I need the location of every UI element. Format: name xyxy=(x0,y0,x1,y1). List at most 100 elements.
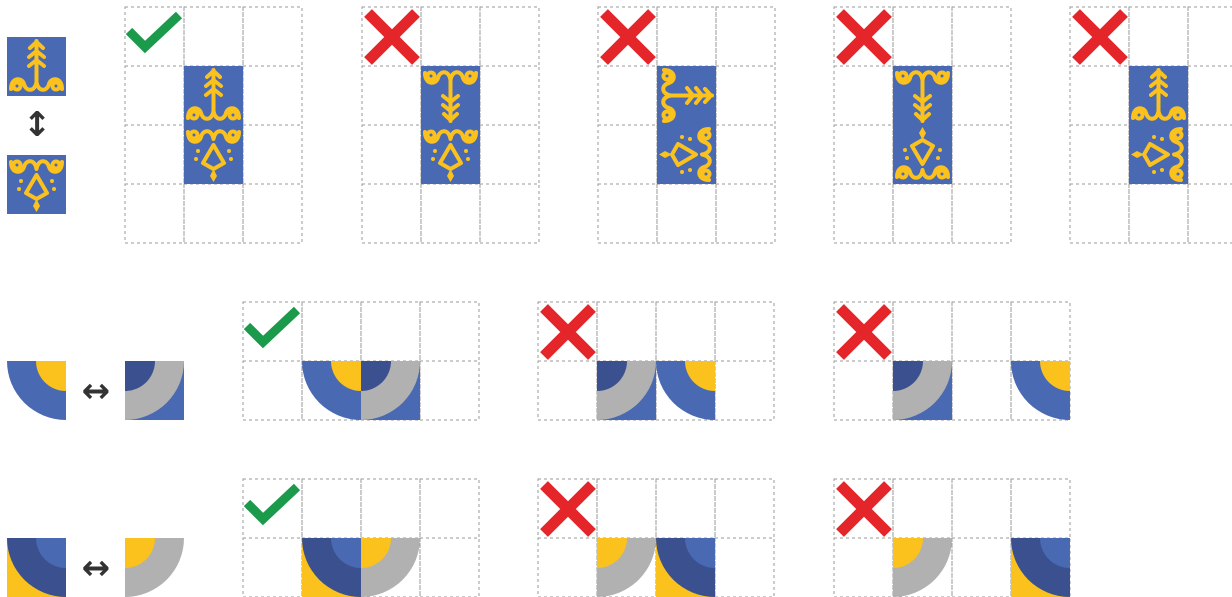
left-right-arrow-icon: ↔ xyxy=(82,371,111,411)
grid-cell xyxy=(952,361,1011,420)
grid-cell xyxy=(420,538,479,597)
grid-cell xyxy=(715,361,774,420)
rule-tile-top xyxy=(7,37,66,96)
grid-cell xyxy=(125,66,184,125)
grid-cell xyxy=(1070,125,1129,184)
tile-left xyxy=(597,538,656,597)
grid-cell xyxy=(421,184,480,243)
tile-bottom xyxy=(184,125,243,184)
cross-icon xyxy=(840,485,888,533)
grid-cell xyxy=(1011,479,1070,538)
rule-tile-right xyxy=(125,361,184,420)
tile-left xyxy=(302,361,361,420)
grid-cell xyxy=(243,7,302,66)
check-icon xyxy=(247,487,297,519)
tile-left xyxy=(597,361,656,420)
grid-cell xyxy=(362,184,421,243)
cross-icon xyxy=(840,13,888,61)
grid-cell xyxy=(362,66,421,125)
tile-top xyxy=(184,66,243,125)
grid-cell xyxy=(361,479,420,538)
grid-cell xyxy=(1011,302,1070,361)
grid-cell xyxy=(420,361,479,420)
grid-cell xyxy=(716,184,775,243)
grid-cell xyxy=(893,7,952,66)
grid-cell xyxy=(656,479,715,538)
tile-right xyxy=(656,361,715,420)
grid-cell xyxy=(597,479,656,538)
grid-cell xyxy=(1188,66,1232,125)
tile-right xyxy=(361,538,420,597)
check-icon xyxy=(247,310,297,342)
grid-cell xyxy=(243,125,302,184)
cross-icon xyxy=(544,485,592,533)
grid-cell xyxy=(243,184,302,243)
cross-icon xyxy=(604,13,652,61)
grid-cell xyxy=(125,184,184,243)
tile-bottom xyxy=(421,125,480,184)
tile-left xyxy=(893,361,952,420)
rule-tile-left xyxy=(7,538,66,597)
grid-cell xyxy=(597,302,656,361)
rule-tile-bottom xyxy=(7,155,66,214)
grid-cell xyxy=(893,302,952,361)
tile-right xyxy=(361,361,420,420)
grid-cell xyxy=(657,184,716,243)
grid-cell xyxy=(952,7,1011,66)
tile-left xyxy=(302,538,361,597)
grid-cell xyxy=(1188,7,1232,66)
rule-tile-left xyxy=(7,361,66,420)
grid-cell xyxy=(362,125,421,184)
grid-cell xyxy=(893,184,952,243)
grid-cell xyxy=(361,302,420,361)
tile-top xyxy=(1129,66,1188,125)
grid-cell xyxy=(480,7,539,66)
cross-icon xyxy=(544,308,592,356)
grid-cell xyxy=(952,66,1011,125)
grid-cell xyxy=(598,184,657,243)
grid-cell xyxy=(1129,7,1188,66)
grid-cell xyxy=(421,7,480,66)
grid-cell xyxy=(952,538,1011,597)
grid-cell xyxy=(184,7,243,66)
grid-cell xyxy=(716,7,775,66)
cross-icon xyxy=(368,13,416,61)
grid-cell xyxy=(243,361,302,420)
rule-tile-right xyxy=(125,538,184,597)
tile-right xyxy=(1011,361,1070,420)
grid-cell xyxy=(243,66,302,125)
grid-cell xyxy=(834,125,893,184)
grid-cell xyxy=(538,538,597,597)
check-icon xyxy=(129,15,179,47)
tile-top xyxy=(657,66,716,125)
grid-cell xyxy=(480,66,539,125)
grid-cell xyxy=(598,125,657,184)
grid-cell xyxy=(834,66,893,125)
grid-cell xyxy=(657,7,716,66)
grid-cell xyxy=(184,184,243,243)
cross-icon xyxy=(840,308,888,356)
cross-icon xyxy=(1076,13,1124,61)
grid-cell xyxy=(893,479,952,538)
grid-cell xyxy=(420,479,479,538)
grid-cell xyxy=(302,479,361,538)
grid-cell xyxy=(952,479,1011,538)
grid-cell xyxy=(715,538,774,597)
tile-right xyxy=(1011,538,1070,597)
grid-cell xyxy=(125,125,184,184)
grid-cell xyxy=(715,302,774,361)
tile-top xyxy=(893,66,952,125)
grid-cell xyxy=(716,66,775,125)
grid-cell xyxy=(538,361,597,420)
grid-cell xyxy=(480,125,539,184)
tile-top xyxy=(421,66,480,125)
grid-cell xyxy=(834,184,893,243)
grid-cell xyxy=(302,302,361,361)
tile-bottom xyxy=(1129,125,1188,184)
left-right-arrow-icon: ↔ xyxy=(82,548,111,588)
grid-cell xyxy=(952,125,1011,184)
grid-cell xyxy=(952,184,1011,243)
grid-cell xyxy=(598,66,657,125)
grid-cell xyxy=(834,361,893,420)
